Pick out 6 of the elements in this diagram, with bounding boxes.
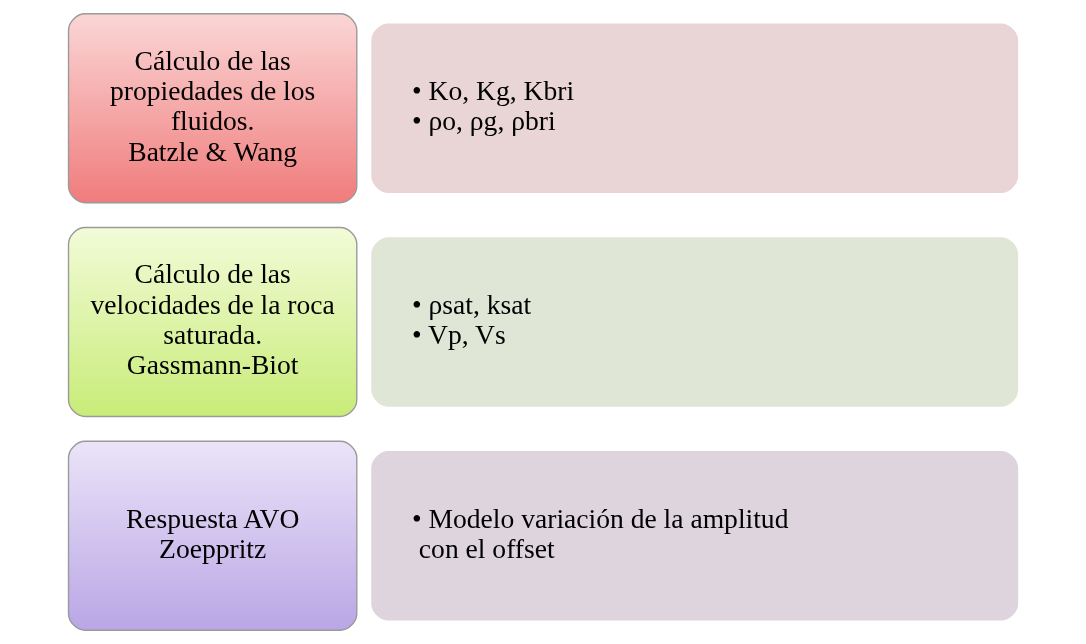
node-box: • ρsat, ksat • Vp, Vs [371, 237, 1019, 407]
node-box: • Modelo variación de la amplitud con el offset [371, 450, 1019, 621]
node-box: Cálculo de las velocidades de la roca saturada. Gassmann-Biot [67, 226, 358, 418]
node-box: Respuesta AVO Zoeppritz [67, 440, 358, 631]
node-box: Cálculo de las propiedades de los fluidos. Batzle & Wang [67, 13, 358, 204]
node-box: • Ko, Kg, Kbri • ρo, ρg, ρbri [371, 23, 1019, 194]
